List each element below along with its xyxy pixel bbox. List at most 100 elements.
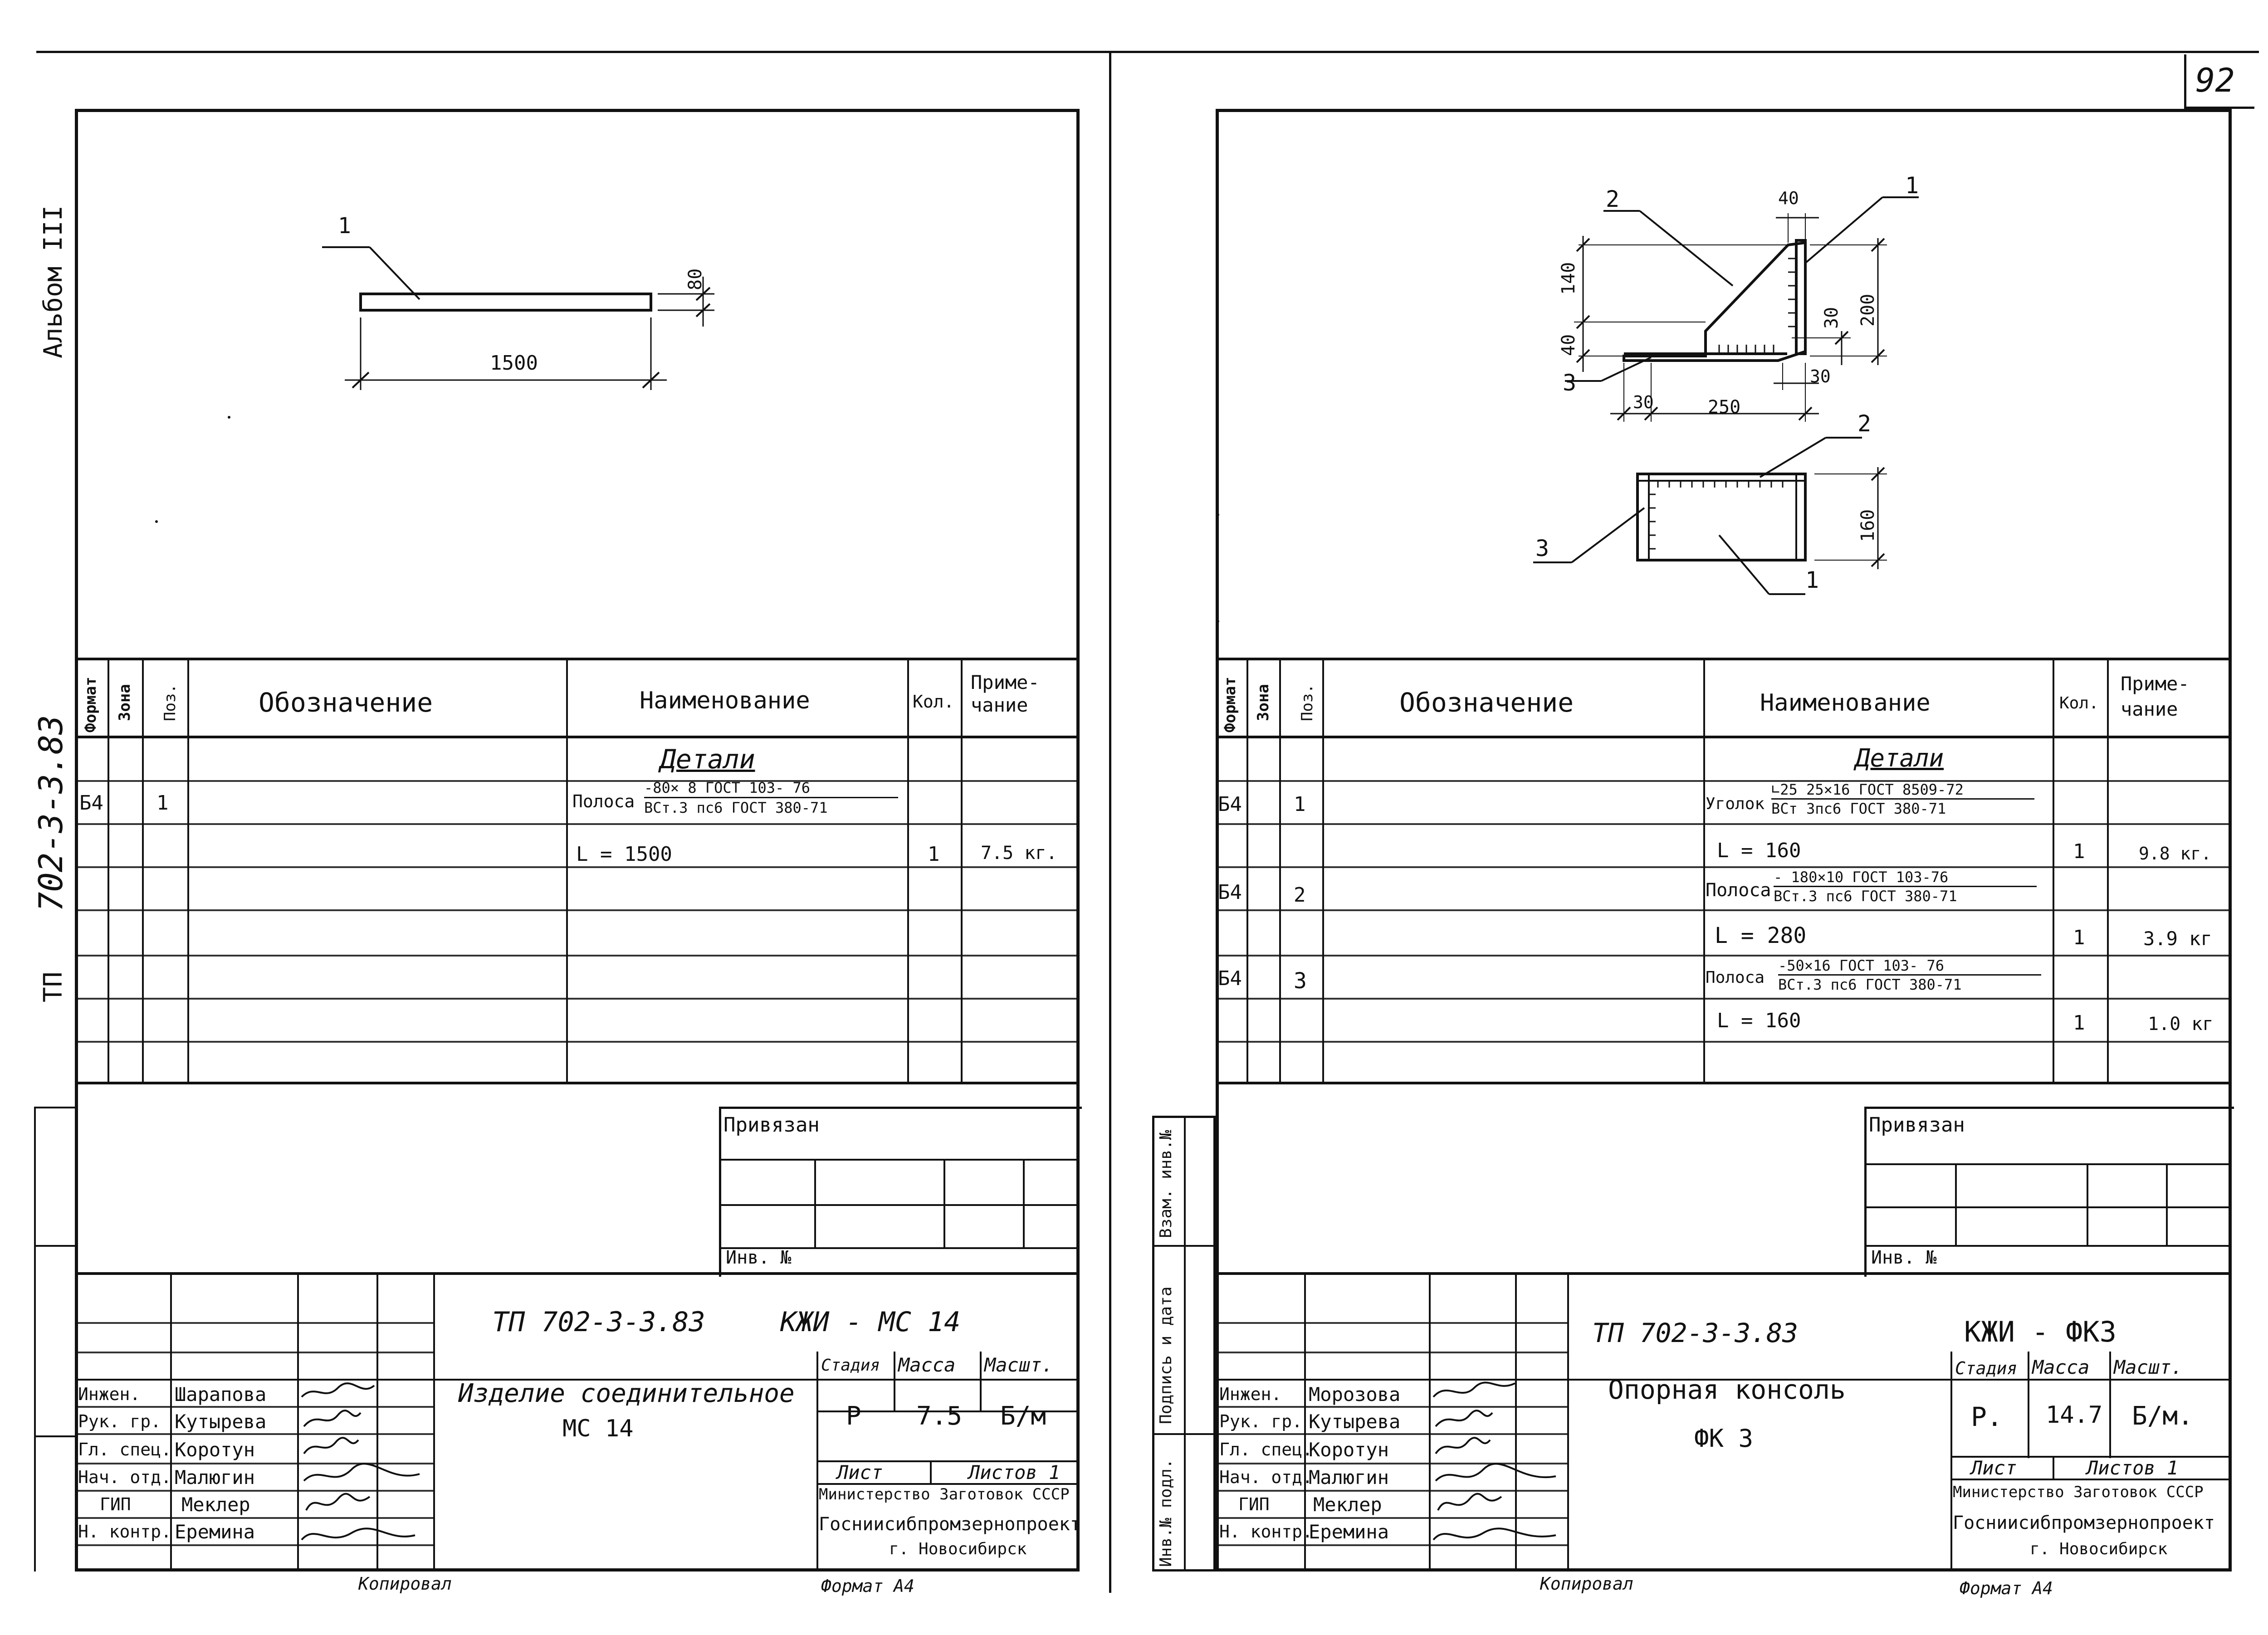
left-massa: 7.5 [916, 1401, 963, 1431]
left-hdr-prim: Приме- чание [971, 671, 1040, 716]
right-row6-prim: 1.0 кг [2148, 1014, 2214, 1035]
page-number-box [2184, 54, 2254, 109]
tp-label: ТП [39, 971, 68, 1002]
right-dim-40: 40 [1778, 188, 1799, 208]
left-signer-role-5: ГИП [100, 1494, 131, 1514]
right-row5-format: Б4 [1218, 967, 1242, 990]
right-signer-name-1: Морозова [1309, 1383, 1401, 1406]
left-listov-label: Листов 1 [968, 1461, 1061, 1484]
right-masht-label: Масшт. [2114, 1356, 2183, 1378]
right-row3-naim-top: - 180×10 ГОСТ 103-76 [1774, 869, 1949, 886]
right-row3-naim-prefix: Полоса [1706, 880, 1771, 901]
right-dim-30b: 30 [1633, 392, 1654, 412]
right-signer-name-6: Еремина [1309, 1521, 1389, 1543]
right-row2-naim: L = 160 [1717, 839, 1801, 862]
right-hdr-prim: Приме- чание [2121, 673, 2190, 720]
right-signer-name-3: Коротун [1309, 1439, 1389, 1461]
left-dim-80: 80 [685, 268, 706, 290]
top-rule [36, 51, 2259, 53]
right-sheet-frame [1216, 109, 2232, 1572]
right-row5-naim-bot: ВСт.3 пс6 ГОСТ 380-71 [1778, 976, 1962, 993]
right-masht: Б/м. [2132, 1401, 2193, 1431]
right-title-line2: ФК 3 [1694, 1424, 1754, 1453]
right-section-title: Детали [1855, 744, 1944, 772]
right-row1-naim-top: ∟25 25×16 ГОСТ 8509-72 [1771, 781, 1964, 798]
right-row1-poz: 1 [1294, 793, 1306, 816]
left-hdr-kol: Кол. [913, 692, 954, 712]
right-signer-role-2: Рук. гр. [1219, 1411, 1303, 1431]
page-number: 92 [2195, 61, 2235, 99]
right-row4-prim: 3.9 кг [2143, 927, 2212, 950]
left-titleblock-top [75, 1272, 1080, 1275]
left-row2-kol: 1 [928, 843, 940, 866]
right-signer-role-4: Нач. отд. [1219, 1467, 1313, 1487]
right-listov-label: Листов 1 [2087, 1457, 2179, 1479]
left-hdr-naimenovanie: Наименование [640, 687, 810, 714]
right-massa: 14.7 [2046, 1401, 2103, 1429]
center-divider [1109, 51, 1111, 1593]
right-signer-role-6: Н. контр. [1219, 1522, 1313, 1542]
left-row2-naim: L = 1500 [576, 843, 672, 866]
right-margin-podpis: Подпись и дата [1157, 1286, 1175, 1424]
right-row6-naim: L = 160 [1717, 1009, 1801, 1032]
right-row2-kol: 1 [2073, 840, 2085, 863]
right-row1-naim-prefix: Уголок [1706, 795, 1765, 813]
right-dim-140: 140 [1558, 262, 1579, 295]
right-dim-250: 250 [1708, 397, 1741, 418]
right-margin-vzam: Взам. инв.№ [1157, 1130, 1175, 1238]
right-signer-name-4: Малюгин [1309, 1466, 1389, 1489]
right-massa-label: Масса [2032, 1356, 2090, 1378]
right-pos-2b-label: 2 [1857, 410, 1872, 437]
right-dim-160: 160 [1857, 509, 1878, 542]
left-hdr-oboznachenie: Обозначение [259, 687, 433, 718]
right-row3-format: Б4 [1218, 881, 1242, 904]
left-hdr-format: Формат [82, 677, 100, 732]
right-hdr-zona: Зона [1254, 684, 1272, 721]
right-org2: Госниисибпромзернопроект [1953, 1513, 2215, 1533]
left-row2-prim: 7.5 кг. [981, 843, 1057, 864]
right-signer-role-1: Инжен. [1219, 1384, 1282, 1404]
left-org1: Министерство Заготовок СССР [819, 1485, 1070, 1503]
left-margin-strip [34, 1107, 36, 1572]
left-row1-fraction-bar [644, 797, 898, 798]
right-hdr-poz: Поз. [1298, 684, 1316, 721]
right-signer-name-2: Кутырева [1309, 1410, 1401, 1433]
right-row5-poz: 3 [1294, 968, 1307, 994]
left-signer-name-5: Меклер [181, 1493, 250, 1516]
left-hdr-poz: Поз. [161, 684, 179, 721]
right-copied: Копировал [1540, 1574, 1633, 1594]
left-signer-name-4: Малюгин [175, 1466, 255, 1489]
left-pos-1-label: 1 [338, 213, 351, 239]
left-row1-naim-prefix: Полоса [572, 791, 635, 811]
right-row5-naim-prefix: Полоса [1706, 968, 1765, 987]
right-hdr-kol: Кол. [2059, 694, 2099, 713]
right-list-label: Лист [1971, 1457, 2017, 1479]
right-row3-naim-bot: ВСт.3 пс6 ГОСТ 380-71 [1774, 888, 1957, 905]
left-title-line1: Изделие соединительное [458, 1379, 795, 1408]
left-section-title: Детали [660, 744, 755, 775]
right-row3-poz: 2 [1294, 883, 1306, 907]
right-pos-3-label: 3 [1563, 370, 1577, 396]
left-masht-label: Масшт. [984, 1354, 1053, 1376]
right-org1: Министерство Заготовок СССР [1953, 1483, 2204, 1501]
right-row4-naim: L = 280 [1715, 923, 1807, 948]
right-stadiya-label: Стадия [1955, 1358, 2018, 1378]
left-signer-role-2: Рук. гр. [78, 1411, 161, 1431]
right-doc-code: ТП 702-3-3.83 [1592, 1318, 1798, 1348]
right-row1-naim-bot: ВСт 3пс6 ГОСТ 380-71 [1771, 800, 1946, 817]
right-signatures [1432, 1381, 1556, 1541]
right-pos-3b-label: 3 [1535, 535, 1549, 561]
left-list-label: Лист [837, 1461, 883, 1484]
right-row1-format: Б4 [1218, 793, 1242, 816]
left-inv-label: Инв. № [726, 1247, 792, 1268]
album-label: Альбом III [39, 205, 68, 358]
left-stadiya-label: Стадия [821, 1356, 880, 1375]
left-signer-name-2: Кутырева [175, 1410, 267, 1433]
left-signer-name-1: Шарапова [175, 1383, 267, 1406]
left-doc-code: ТП 702-3-3.83 [492, 1306, 705, 1338]
right-row2-prim: 9.8 кг. [2139, 844, 2212, 864]
right-dim-30c: 30 [1810, 366, 1831, 386]
left-signer-name-3: Коротун [175, 1439, 255, 1461]
right-stadiya: Р. [1971, 1401, 2003, 1432]
left-org3: г. Новосибирск [889, 1540, 1027, 1558]
